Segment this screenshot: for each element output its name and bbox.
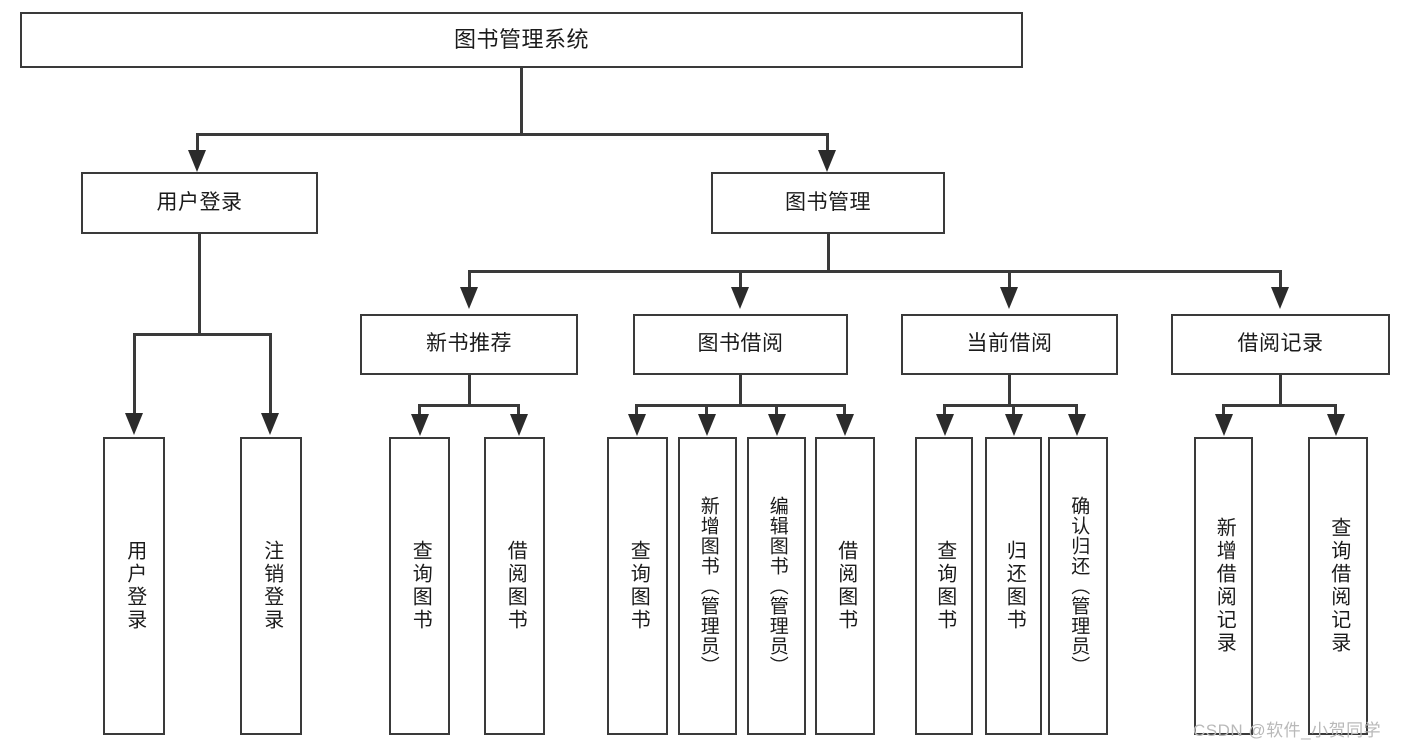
leaf-current-query-book[interactable]: 查询图书 xyxy=(915,437,973,735)
connector-book-mgmt-drop-4 xyxy=(1279,270,1282,290)
connector-book-mgmt-drop-1 xyxy=(468,270,471,290)
node-borrow-record[interactable]: 借阅记录 xyxy=(1171,314,1390,375)
arrow-new-book-child-2 xyxy=(510,414,528,436)
connector-book-borrow-drop-3 xyxy=(775,404,778,417)
leaf-borrow-add-book-admin[interactable]: 新增图书（管理员） xyxy=(678,437,737,735)
arrow-root-to-user-login xyxy=(188,150,206,172)
leaf-borrow-query-book[interactable]: 查询图书 xyxy=(607,437,668,735)
arrow-to-new-book-rec xyxy=(460,287,478,309)
arrow-book-borrow-child-2 xyxy=(698,414,716,436)
node-label: 归还图书 xyxy=(1003,540,1026,632)
node-label: 借阅记录 xyxy=(1237,332,1324,356)
arrow-to-current-borrow xyxy=(1000,287,1018,309)
leaf-current-return-book[interactable]: 归还图书 xyxy=(985,437,1042,735)
connector-book-borrow-bus xyxy=(635,404,846,407)
arrow-to-leaf-user-login xyxy=(125,413,143,435)
node-label: 图书管理 xyxy=(785,190,871,214)
node-new-book-recommend[interactable]: 新书推荐 xyxy=(360,314,578,375)
leaf-new-book-query[interactable]: 查询图书 xyxy=(389,437,450,735)
arrow-to-borrow-record xyxy=(1271,287,1289,309)
connector-root-to-book-mgmt xyxy=(826,133,829,153)
arrow-current-borrow-child-2 xyxy=(1005,414,1023,436)
connector-current-borrow-drop-2 xyxy=(1012,404,1015,417)
connector-root-to-user-login xyxy=(196,133,199,153)
node-label: 确认归还（管理员） xyxy=(1068,496,1090,676)
node-label: 新书推荐 xyxy=(426,332,512,356)
node-label: 编辑图书（管理员） xyxy=(766,496,788,676)
connector-book-mgmt-drop-3 xyxy=(1008,270,1011,290)
arrow-borrow-record-child-1 xyxy=(1215,414,1233,436)
node-label: 查询图书 xyxy=(409,540,432,632)
connector-root-stem xyxy=(520,68,523,135)
connector-borrow-record-drop-2 xyxy=(1334,404,1337,417)
arrow-to-book-borrow xyxy=(731,287,749,309)
connector-root-bus xyxy=(196,133,828,136)
leaf-record-add[interactable]: 新增借阅记录 xyxy=(1194,437,1253,735)
leaf-new-book-borrow[interactable]: 借阅图书 xyxy=(484,437,545,735)
connector-borrow-record-stem xyxy=(1279,375,1282,406)
arrow-root-to-book-mgmt xyxy=(818,150,836,172)
connector-new-book-drop-1 xyxy=(418,404,421,417)
connector-book-borrow-drop-2 xyxy=(705,404,708,417)
node-label: 用户登录 xyxy=(123,540,146,632)
node-label: 图书管理系统 xyxy=(453,27,589,53)
node-label: 借阅图书 xyxy=(834,540,857,632)
arrow-current-borrow-child-1 xyxy=(936,414,954,436)
node-label: 查询图书 xyxy=(627,540,650,632)
arrow-to-leaf-logout xyxy=(261,413,279,435)
connector-borrow-record-bus xyxy=(1222,404,1337,407)
connector-book-mgmt-stem xyxy=(827,234,830,272)
connector-book-mgmt-drop-2 xyxy=(739,270,742,290)
arrow-current-borrow-child-3 xyxy=(1068,414,1086,436)
node-label: 用户登录 xyxy=(156,190,243,214)
node-user-login[interactable]: 用户登录 xyxy=(81,172,318,234)
leaf-borrow-edit-book-admin[interactable]: 编辑图书（管理员） xyxy=(747,437,806,735)
node-current-borrow[interactable]: 当前借阅 xyxy=(901,314,1118,375)
node-root-system[interactable]: 图书管理系统 xyxy=(20,12,1023,68)
connector-book-mgmt-bus xyxy=(468,270,1282,273)
connector-current-borrow-bus xyxy=(943,404,1078,407)
connector-user-login-bus xyxy=(133,333,271,336)
connector-current-borrow-drop-3 xyxy=(1075,404,1078,417)
connector-new-book-stem xyxy=(468,375,471,406)
node-book-borrow[interactable]: 图书借阅 xyxy=(633,314,848,375)
leaf-borrow-borrow-book[interactable]: 借阅图书 xyxy=(815,437,875,735)
leaf-user-login[interactable]: 用户登录 xyxy=(103,437,165,735)
node-label: 当前借阅 xyxy=(966,332,1053,356)
arrow-book-borrow-child-1 xyxy=(628,414,646,436)
arrow-book-borrow-child-3 xyxy=(768,414,786,436)
connector-user-login-left-drop xyxy=(133,333,136,416)
connector-book-borrow-stem xyxy=(739,375,742,406)
node-label: 查询图书 xyxy=(933,540,956,632)
connector-current-borrow-stem xyxy=(1008,375,1011,406)
connector-book-borrow-drop-4 xyxy=(843,404,846,417)
node-book-management[interactable]: 图书管理 xyxy=(711,172,945,234)
leaf-current-confirm-return-admin[interactable]: 确认归还（管理员） xyxy=(1048,437,1108,735)
connector-new-book-drop-2 xyxy=(517,404,520,417)
leaf-record-query[interactable]: 查询借阅记录 xyxy=(1308,437,1368,735)
node-label: 新增图书（管理员） xyxy=(697,496,719,676)
node-label: 注销登录 xyxy=(260,540,283,632)
node-label: 图书借阅 xyxy=(697,332,784,356)
connector-new-book-bus xyxy=(418,404,520,407)
arrow-borrow-record-child-2 xyxy=(1327,414,1345,436)
connector-user-login-right-drop xyxy=(269,333,272,416)
connector-user-login-stem xyxy=(198,234,201,335)
node-label: 查询借阅记录 xyxy=(1327,517,1350,655)
arrow-book-borrow-child-4 xyxy=(836,414,854,436)
leaf-logout[interactable]: 注销登录 xyxy=(240,437,302,735)
connector-book-borrow-drop-1 xyxy=(635,404,638,417)
arrow-new-book-child-1 xyxy=(411,414,429,436)
node-label: 借阅图书 xyxy=(504,540,527,632)
connector-current-borrow-drop-1 xyxy=(943,404,946,417)
node-label: 新增借阅记录 xyxy=(1213,517,1236,655)
connector-borrow-record-drop-1 xyxy=(1222,404,1225,417)
